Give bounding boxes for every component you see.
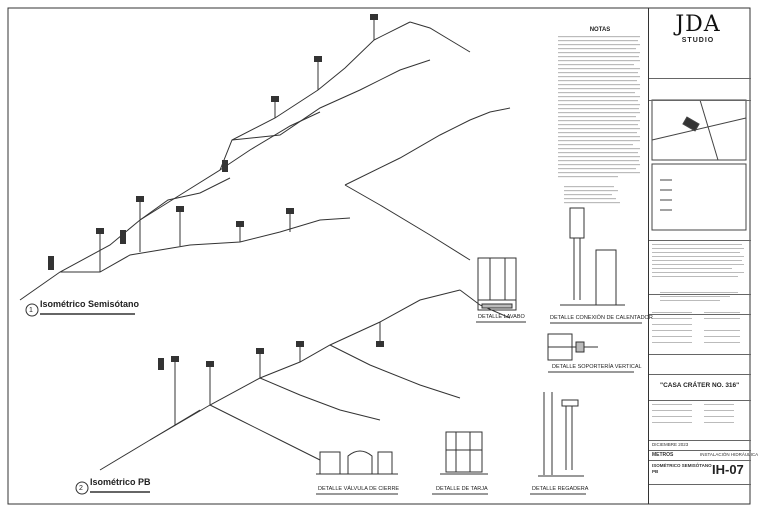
detail-tarja-drawing bbox=[440, 431, 488, 475]
isometric-semisotano-fixtures bbox=[48, 14, 378, 270]
sheet-title-2: PB bbox=[652, 469, 659, 474]
title-marker-1 bbox=[25, 303, 39, 317]
isometric-pb-piping bbox=[99, 289, 511, 471]
logo-sub: STUDIO bbox=[681, 37, 715, 44]
title-number-2: 2 bbox=[79, 485, 83, 492]
title-isometrico-semisotano: Isométrico Semisótano bbox=[40, 299, 140, 309]
detail-valvula-title: DETALLE VÁLVULA DE CIERRE bbox=[318, 486, 400, 492]
metros-label: METROS bbox=[652, 452, 674, 458]
date: DICIEMBRE 2023 bbox=[652, 442, 689, 447]
detail-regadera-drawing bbox=[538, 392, 584, 477]
title-isometrico-pb: Isométrico PB bbox=[90, 477, 151, 487]
detail-lavabo-drawing bbox=[477, 257, 517, 311]
detail-soporteria-drawing bbox=[547, 333, 598, 361]
studio-logo: JDA STUDIO bbox=[662, 12, 734, 44]
title-block-text-lines bbox=[652, 240, 744, 423]
detail-regadera-title: DETALLE REGADERA bbox=[532, 486, 589, 492]
title-block bbox=[648, 8, 751, 504]
notes-text-lines bbox=[558, 36, 640, 204]
title-block-legend bbox=[651, 163, 747, 231]
sheet-title-1: ISOMÉTRICO SEMISÓTANO bbox=[652, 463, 712, 468]
detail-tarja-title: DETALLE DE TARJA bbox=[436, 486, 488, 492]
detail-lavabo-title: DETALLE LAVABO bbox=[478, 314, 525, 320]
isometric-semisotano-piping bbox=[19, 18, 511, 301]
title-marker-2 bbox=[75, 481, 89, 495]
detail-valvula-drawing bbox=[316, 450, 398, 475]
title-block-location-sketch bbox=[651, 99, 747, 161]
detail-calentador-drawing bbox=[560, 207, 625, 306]
isometric-pb-fixtures bbox=[158, 341, 384, 370]
notes-panel: NOTAS bbox=[556, 27, 644, 33]
notes-title: NOTAS bbox=[589, 27, 611, 33]
detail-calentador-title: DETALLE CONEXIÓN DE CALENTADOR bbox=[550, 315, 653, 321]
sheet-number: IH-07 bbox=[712, 462, 744, 477]
drawing-label: INSTALACIÓN HIDRÁULICA bbox=[700, 452, 759, 457]
logo-mark: JDA bbox=[675, 12, 721, 37]
title-number-1: 1 bbox=[29, 307, 33, 314]
sheet-border bbox=[7, 7, 751, 505]
project-name: "CASA CRÁTER NO. 316" bbox=[660, 382, 740, 389]
detail-soporteria-title: DETALLE SOPORTERÍA VERTICAL bbox=[552, 364, 642, 370]
